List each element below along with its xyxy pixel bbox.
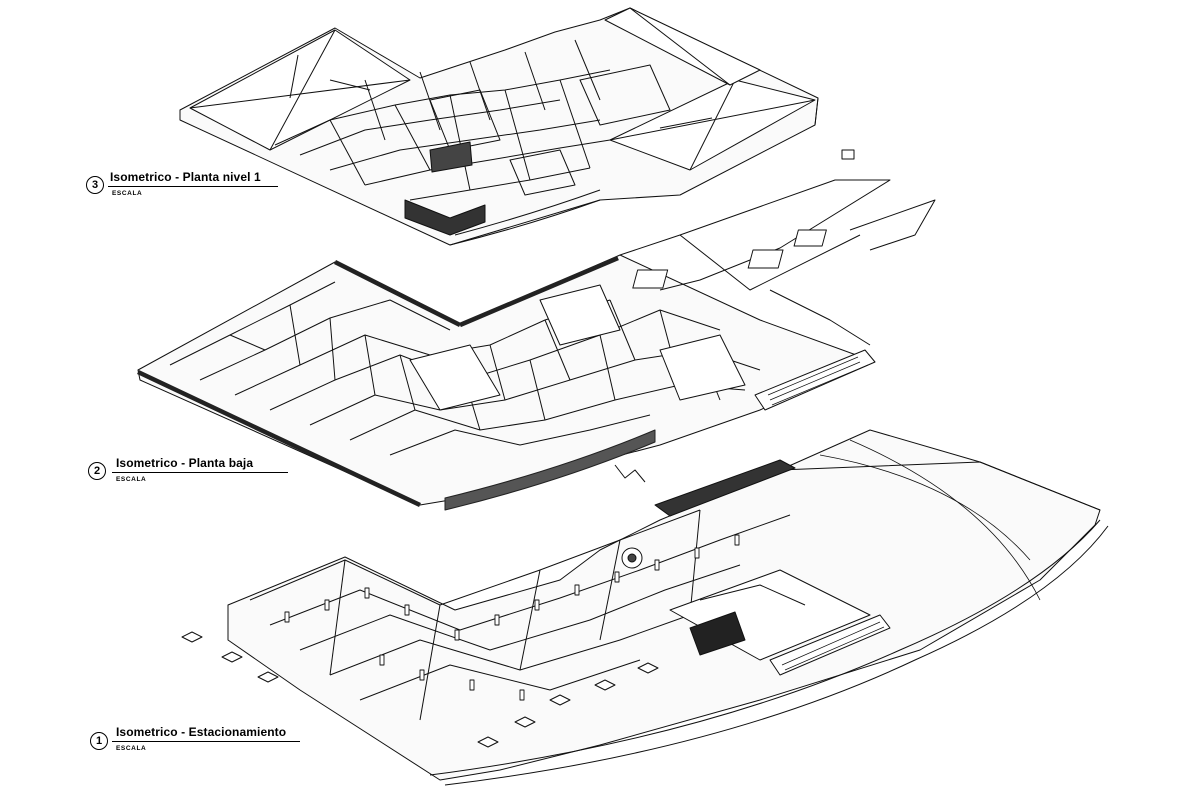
level-1-floor-plan-isometric — [179, 7, 855, 246]
parking-level-isometric — [181, 429, 1109, 786]
ground-floor-plan-isometric — [137, 179, 936, 511]
view-scale-label: ESCALA — [112, 190, 143, 197]
view-title: Isometrico - Planta nivel 1 — [110, 170, 261, 184]
title-underline — [108, 186, 278, 187]
view-scale-label: ESCALA — [116, 745, 147, 752]
title-underline — [112, 741, 300, 742]
view-number-badge: 2 — [88, 462, 106, 480]
title-underline — [112, 472, 288, 473]
view-number-badge: 3 — [86, 176, 104, 194]
view-title: Isometrico - Estacionamiento — [116, 725, 287, 739]
view-number-badge: 1 — [90, 732, 108, 750]
view-scale-label: ESCALA — [116, 476, 147, 483]
view-title: Isometrico - Planta baja — [116, 456, 254, 470]
